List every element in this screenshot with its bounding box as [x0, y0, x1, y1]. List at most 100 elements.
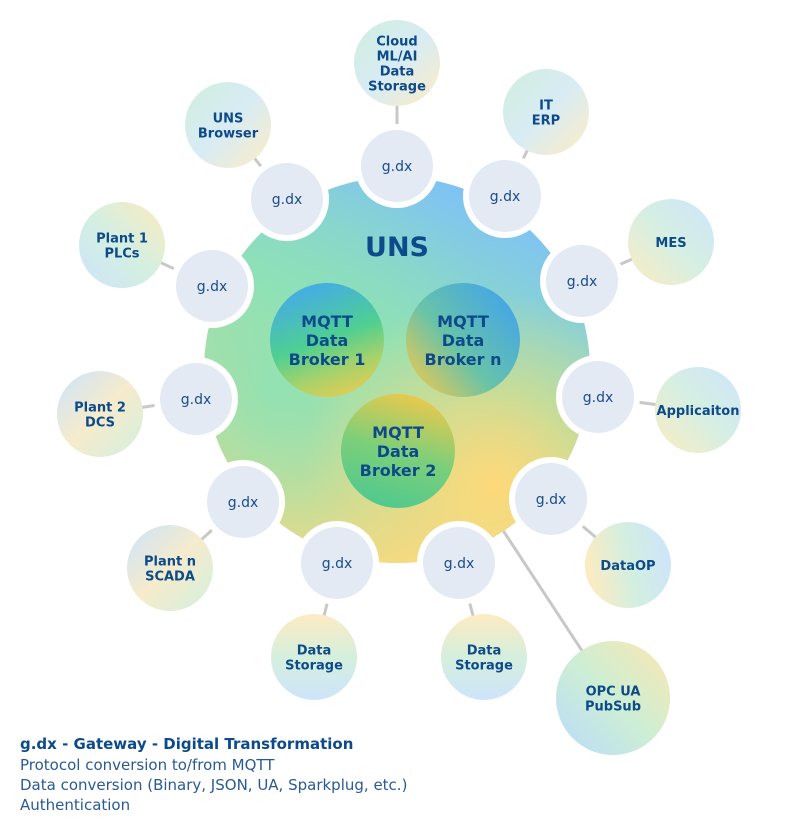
mqtt-broker-2[interactable]: MQTT Data Broker 2 [341, 394, 455, 508]
legend: g.dx - Gateway - Digital Transformation … [20, 733, 407, 815]
mqtt-broker-1[interactable]: MQTT Data Broker 1 [270, 283, 384, 397]
broker-n-line-3: Broker n [425, 350, 502, 369]
endpoint-label-line: ERP [532, 114, 560, 129]
broker-1-line-1: MQTT [301, 312, 353, 331]
endpoint-circle [655, 367, 741, 453]
endpoint-label-line: PLCs [104, 247, 139, 262]
gateway-label: g.dx [228, 495, 259, 511]
legend-line-authentication: Authentication [20, 796, 131, 814]
endpoint-label-line: Plant n [144, 555, 196, 570]
endpoint-label-line: ML/AI [377, 50, 418, 65]
gateways: g.dx g.dx g.dx g.dx g.dx g.dx g.dx g.dx g.dx g.dx… [154, 124, 640, 605]
endpoint-label-line: PubSub [585, 700, 641, 715]
endpoint-label-line: UNS [213, 112, 244, 127]
gateway-label: g.dx [181, 392, 212, 408]
gateway-circle [546, 245, 618, 317]
endpoint-label-line: DataOP [600, 559, 655, 574]
gateway-data-storage-right[interactable]: g.dx [417, 521, 501, 605]
gateway-data-storage-left[interactable]: g.dx [295, 521, 379, 605]
endpoint-dataop[interactable]: DataOP [585, 522, 671, 608]
broker-1-line-3: Broker 1 [289, 350, 366, 369]
endpoint-circle [271, 614, 357, 700]
gateway-mes[interactable]: g.dx [540, 239, 624, 323]
endpoint-circle [556, 641, 670, 755]
endpoint-circle [441, 614, 527, 700]
gateway-label: g.dx [197, 279, 228, 295]
uns-hub-yellow-overlay [203, 176, 590, 564]
endpoint-label-line: IT [539, 99, 553, 114]
mqtt-broker-n[interactable]: MQTT Data Broker n [406, 283, 520, 397]
gateway-label: g.dx [444, 556, 475, 572]
endpoint-label-line: Applicaiton [657, 404, 740, 419]
gateway-circle [469, 160, 541, 232]
endpoint-label-line: Data [297, 644, 332, 659]
endpoint-label-line: Browser [198, 127, 259, 142]
endpoint-circle [57, 371, 143, 457]
endpoint-label-line: MES [655, 236, 686, 251]
gateway-cloud[interactable]: g.dx [355, 124, 439, 208]
broker-2-line-3: Broker 2 [360, 461, 437, 480]
gateway-plant-n-scada[interactable]: g.dx [201, 460, 285, 544]
gateway-circle [207, 466, 279, 538]
endpoint-label-line: Plant 2 [74, 401, 126, 416]
endpoint-circle [503, 69, 589, 155]
broker-n-line-1: MQTT [437, 312, 489, 331]
gateway-label: g.dx [536, 492, 567, 508]
endpoint-circle [185, 82, 271, 168]
gateway-circle [515, 463, 587, 535]
endpoint-circle [79, 202, 165, 288]
gateway-label: g.dx [272, 192, 303, 208]
endpoint-circle [585, 522, 671, 608]
endpoint-circle [628, 199, 714, 285]
gateway-it-erp[interactable]: g.dx [463, 154, 547, 238]
gateway-circle [251, 163, 323, 235]
endpoint-label-line: Plant 1 [96, 232, 148, 247]
endpoint-application[interactable]: Applicaiton [655, 367, 741, 453]
gateway-plant-1-plcs[interactable]: g.dx [170, 244, 254, 328]
gateway-label: g.dx [583, 390, 614, 406]
gateway-application[interactable]: g.dx [556, 355, 640, 439]
endpoint-label-line: Storage [455, 659, 513, 674]
endpoint-label-line: OPC UA [586, 685, 641, 700]
broker-2-line-2: Data [377, 442, 420, 461]
endpoint-label-line: Data [380, 65, 415, 80]
gateway-circle [562, 361, 634, 433]
endpoint-mes[interactable]: MES [628, 199, 714, 285]
gateway-circle [301, 527, 373, 599]
gateway-label: g.dx [490, 189, 521, 205]
legend-line-protocol: Protocol conversion to/from MQTT [20, 756, 275, 774]
broker-2-line-1: MQTT [372, 423, 424, 442]
endpoint-label-line: Cloud [376, 35, 418, 50]
gateway-label: g.dx [322, 556, 353, 572]
legend-title: g.dx - Gateway - Digital Transformation [20, 735, 354, 753]
endpoint-label-line: Data [467, 644, 502, 659]
endpoint-circle [127, 525, 213, 611]
endpoint-circle [354, 20, 440, 106]
gateway-circle [160, 363, 232, 435]
gateway-plant-2-dcs[interactable]: g.dx [154, 357, 238, 441]
gateway-circle [361, 130, 433, 202]
gateway-dataop[interactable]: g.dx [509, 457, 593, 541]
endpoint-label-line: Storage [285, 659, 343, 674]
uns-title: UNS [365, 232, 429, 263]
endpoint-label-line: Storage [368, 80, 426, 95]
gateway-circle [176, 250, 248, 322]
legend-line-data-conversion: Data conversion (Binary, JSON, UA, Spark… [20, 776, 408, 794]
gateway-label: g.dx [567, 274, 598, 290]
broker-1-line-2: Data [306, 331, 349, 350]
gateway-circle [423, 527, 495, 599]
broker-n-line-2: Data [442, 331, 485, 350]
gateway-label: g.dx [382, 159, 413, 175]
endpoint-label-line: SCADA [145, 570, 195, 585]
gateway-uns-browser[interactable]: g.dx [245, 157, 329, 241]
